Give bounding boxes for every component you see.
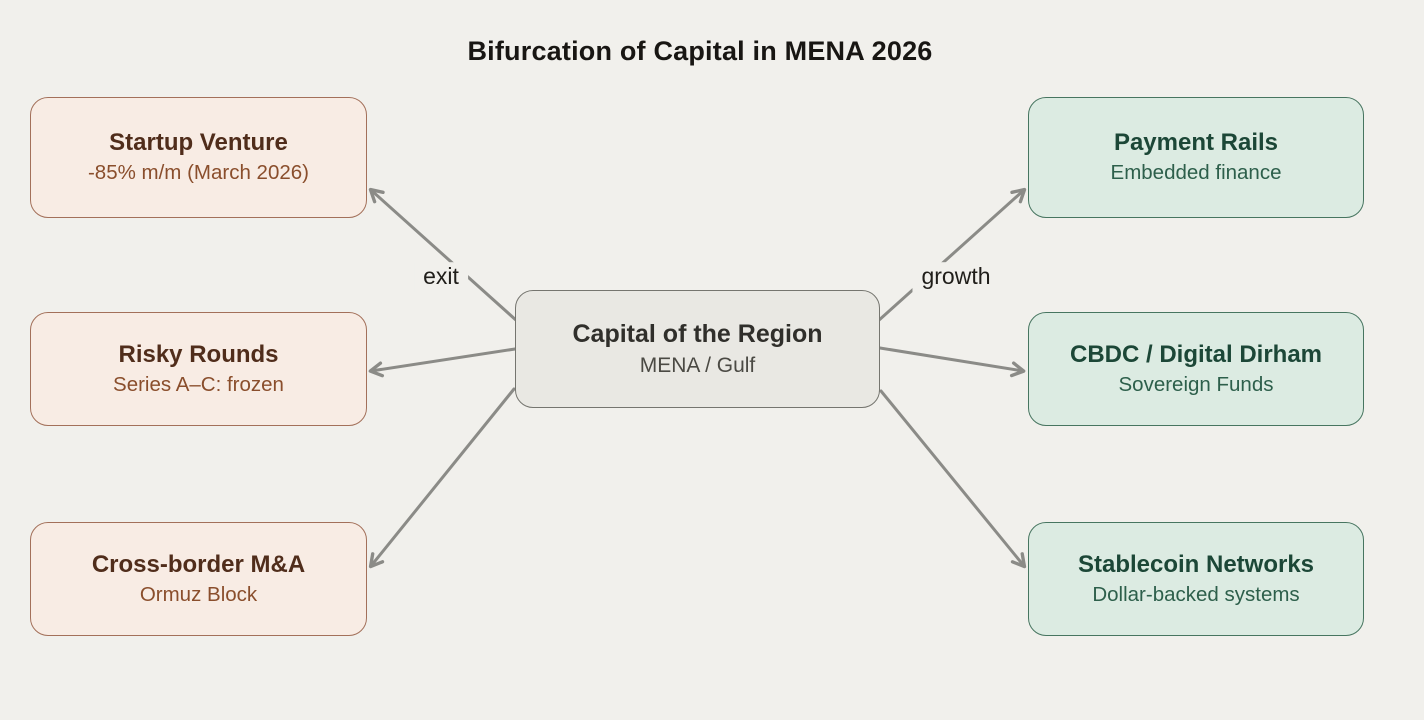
edge-label-growth: growth [912,262,1000,292]
node-startup-venture: Startup Venture -85% m/m (March 2026) [30,97,367,218]
node-title: Risky Rounds [118,340,279,368]
node-capital-of-the-region: Capital of the Region MENA / Gulf [515,290,880,408]
node-subtitle: Sovereign Funds [1118,372,1274,396]
node-subtitle: Series A–C: frozen [113,372,284,396]
node-stablecoin-networks: Stablecoin Networks Dollar-backed system… [1028,522,1364,636]
edge-growth-bottom [879,389,1027,569]
edge-growth-top [876,187,1027,323]
node-risky-rounds: Risky Rounds Series A–C: frozen [30,312,367,426]
node-cross-border-ma: Cross-border M&A Ormuz Block [30,522,367,636]
node-title: Capital of the Region [572,319,823,348]
edge-exit-top [368,187,519,323]
node-subtitle: -85% m/m (March 2026) [87,161,309,185]
node-subtitle: Ormuz Block [139,582,258,606]
diagram-title: Bifurcation of Capital in MENA 2026 [467,36,933,66]
node-subtitle: MENA / Gulf [639,353,756,377]
edge-growth-middle [878,346,1026,378]
node-payment-rails: Payment Rails Embedded finance [1028,97,1364,218]
node-title: Payment Rails [1113,129,1279,157]
edge-exit-bottom [368,387,516,569]
edge-label-exit: exit [414,262,468,292]
node-title: CBDC / Digital Dirham [1069,340,1323,368]
node-title: Stablecoin Networks [1077,550,1315,578]
edge-exit-middle [368,347,517,378]
node-title: Cross-border M&A [91,550,306,578]
node-subtitle: Embedded finance [1110,161,1282,185]
node-cbdc-digital-dirham: CBDC / Digital Dirham Sovereign Funds [1028,312,1364,426]
node-title: Startup Venture [109,129,288,157]
node-subtitle: Dollar-backed systems [1092,582,1300,606]
